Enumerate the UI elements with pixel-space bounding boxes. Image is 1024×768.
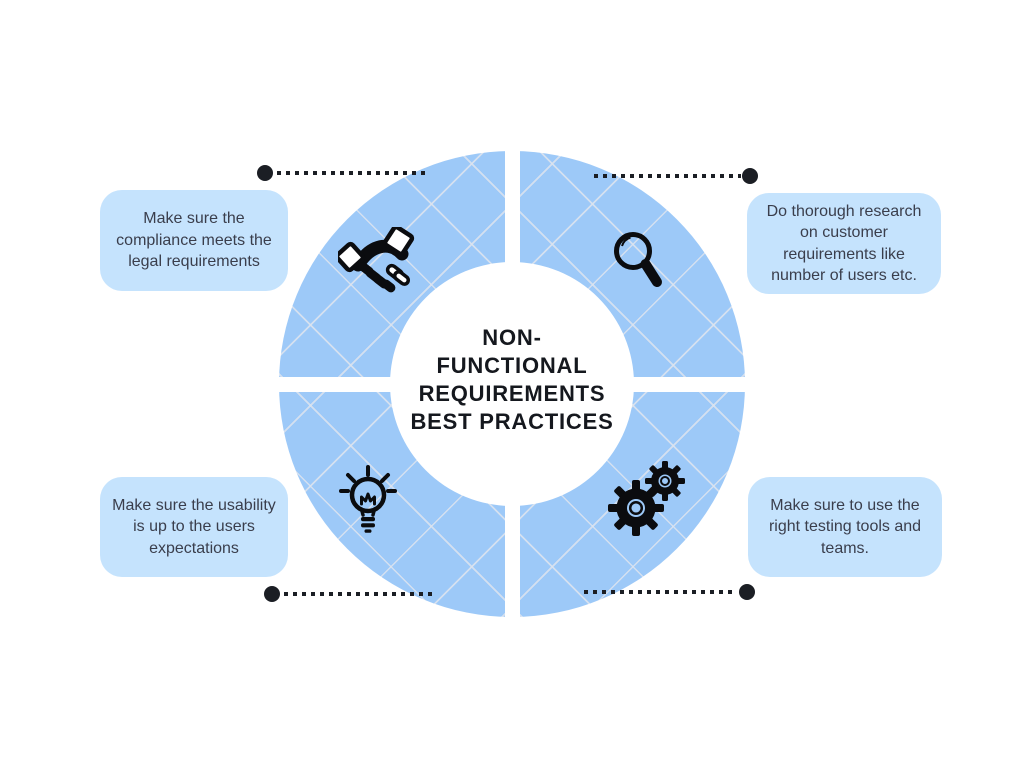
note-line: requirements like: [783, 245, 905, 263]
note-line: legal requirements: [128, 253, 260, 271]
note-box-research: Do thorough research on customer require…: [747, 193, 941, 294]
handshake-icon: [338, 227, 416, 293]
dotted-line: [584, 590, 737, 594]
note-line: teams.: [820, 539, 869, 557]
note-line: Make sure the: [143, 210, 245, 228]
gears-icon: [603, 457, 693, 537]
note-line: compliance meets the: [116, 231, 272, 249]
donut-chart: NON- FUNCTIONAL REQUIREMENTS BEST PRACTI…: [279, 151, 745, 617]
note-box-testing: Make sure to use the right testing tools…: [748, 477, 942, 577]
dotted-line: [284, 592, 432, 596]
note-line: Make sure the usability: [112, 496, 276, 514]
note-box-usability: Make sure the usability is up to the use…: [100, 477, 288, 577]
dotted-line: [594, 174, 741, 178]
note-line: on customer: [799, 224, 889, 241]
center-title-line: FUNCTIONAL: [436, 353, 588, 378]
note-box-compliance: Make sure the compliance meets the legal…: [100, 190, 288, 291]
note-line: Make sure to use the: [770, 496, 920, 514]
connector-dot: [739, 584, 755, 600]
donut-center: NON- FUNCTIONAL REQUIREMENTS BEST PRACTI…: [390, 262, 634, 506]
dotted-line: [277, 171, 425, 175]
connector-dot: [264, 586, 280, 602]
note-line: is up to the users: [133, 518, 255, 536]
connector-dot: [257, 165, 273, 181]
center-title-line: BEST PRACTICES: [410, 409, 614, 434]
note-line: expectations: [149, 539, 239, 557]
note-line: number of users etc.: [771, 267, 917, 284]
center-title-line: REQUIREMENTS: [418, 381, 606, 406]
magnifier-icon: [609, 228, 667, 292]
note-line: Do thorough research: [766, 202, 922, 220]
center-title-line: NON-: [482, 325, 542, 350]
note-line: right testing tools and: [768, 518, 922, 536]
lightbulb-icon: [336, 461, 400, 537]
connector-dot: [742, 168, 758, 184]
center-title: NON- FUNCTIONAL REQUIREMENTS BEST PRACTI…: [410, 324, 613, 436]
